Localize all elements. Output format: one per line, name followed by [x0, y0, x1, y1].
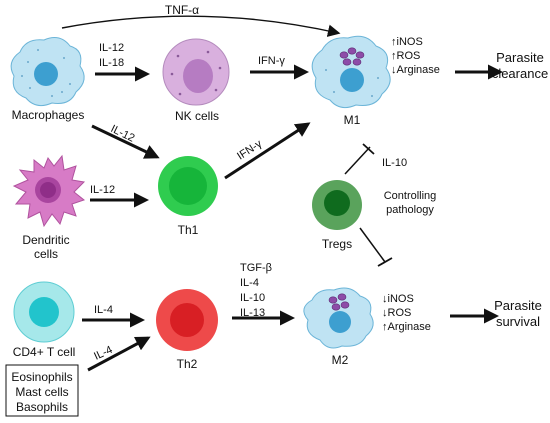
tregs-inhibition-top [344, 143, 375, 175]
il4-th2-label: IL-4 [240, 277, 259, 289]
tnf-alpha-arrow [61, 15, 341, 37]
m2-marker-arginase: ↑Arginase [382, 321, 431, 333]
nk-cells-label: NK cells [175, 109, 219, 123]
nk-cell [162, 38, 230, 106]
ifn-gamma-th1-label: IFN-γ [235, 138, 265, 163]
m2-marker-inos: ↓iNOS [382, 293, 414, 305]
m2-macrophage-cell [303, 287, 374, 349]
dendritic-cell [12, 154, 86, 228]
th1-to-m1-arrow [224, 122, 311, 180]
il10-th2-label: IL-10 [240, 292, 265, 304]
parasite-survival-line2: survival [496, 314, 540, 329]
parasite-clearance-line1: Parasite [496, 50, 544, 65]
m1-parasites [339, 47, 365, 66]
m1-marker-inos: ↑iNOS [391, 36, 423, 48]
il12-nk-label: IL-12 [99, 42, 124, 54]
macrophage-to-th1-arrow [91, 124, 160, 159]
parasite-survival-line1: Parasite [494, 298, 542, 313]
ifn-gamma-nk-label: IFN-γ [258, 55, 285, 67]
th2-label: Th2 [177, 357, 198, 371]
tregs-label: Tregs [322, 237, 352, 251]
dendritic-label-line1: Dendritic [22, 233, 69, 247]
m2-marker-ros: ↓ROS [382, 307, 411, 319]
tnf-alpha-label: TNF-α [165, 3, 199, 17]
granulocytes-box [5, 364, 79, 417]
th1-label: Th1 [178, 223, 199, 237]
parasite-clearance-line2: clearance [492, 66, 548, 81]
macrophage-cell [10, 37, 85, 107]
eosinophils-to-th2-arrow [87, 336, 151, 372]
controlling-line2: pathology [386, 204, 434, 216]
il12-dc-label: IL-12 [90, 184, 115, 196]
eosinophils-label: Eosinophils [11, 370, 72, 384]
m2-label: M2 [332, 353, 349, 367]
il4-eos-label: IL-4 [92, 344, 114, 363]
macrophages-label: Macrophages [12, 108, 85, 122]
controlling-line1: Controlling [384, 190, 437, 202]
m1-marker-ros: ↑ROS [391, 50, 420, 62]
il18-label: IL-18 [99, 57, 124, 69]
m1-marker-arginase: ↓Arginase [391, 64, 440, 76]
th2-cell [156, 289, 218, 351]
basophils-label: Basophils [16, 400, 68, 414]
cd4-t-cell [13, 281, 75, 343]
il4-cd4-label: IL-4 [94, 304, 113, 316]
cd4-label: CD4+ T cell [13, 345, 76, 359]
m1-macrophage-cell [311, 35, 391, 109]
il10-tregs-label: IL-10 [382, 157, 407, 169]
il13-label: IL-13 [240, 307, 265, 319]
m1-label: M1 [344, 113, 361, 127]
tregs-cell [312, 180, 362, 230]
tgf-beta-label: TGF-β [240, 262, 272, 274]
dendritic-label-line2: cells [34, 247, 58, 261]
th1-cell [158, 156, 218, 216]
m2-parasites [328, 293, 350, 311]
tregs-inhibition-bottom [359, 227, 393, 267]
mast-cells-label: Mast cells [15, 385, 68, 399]
